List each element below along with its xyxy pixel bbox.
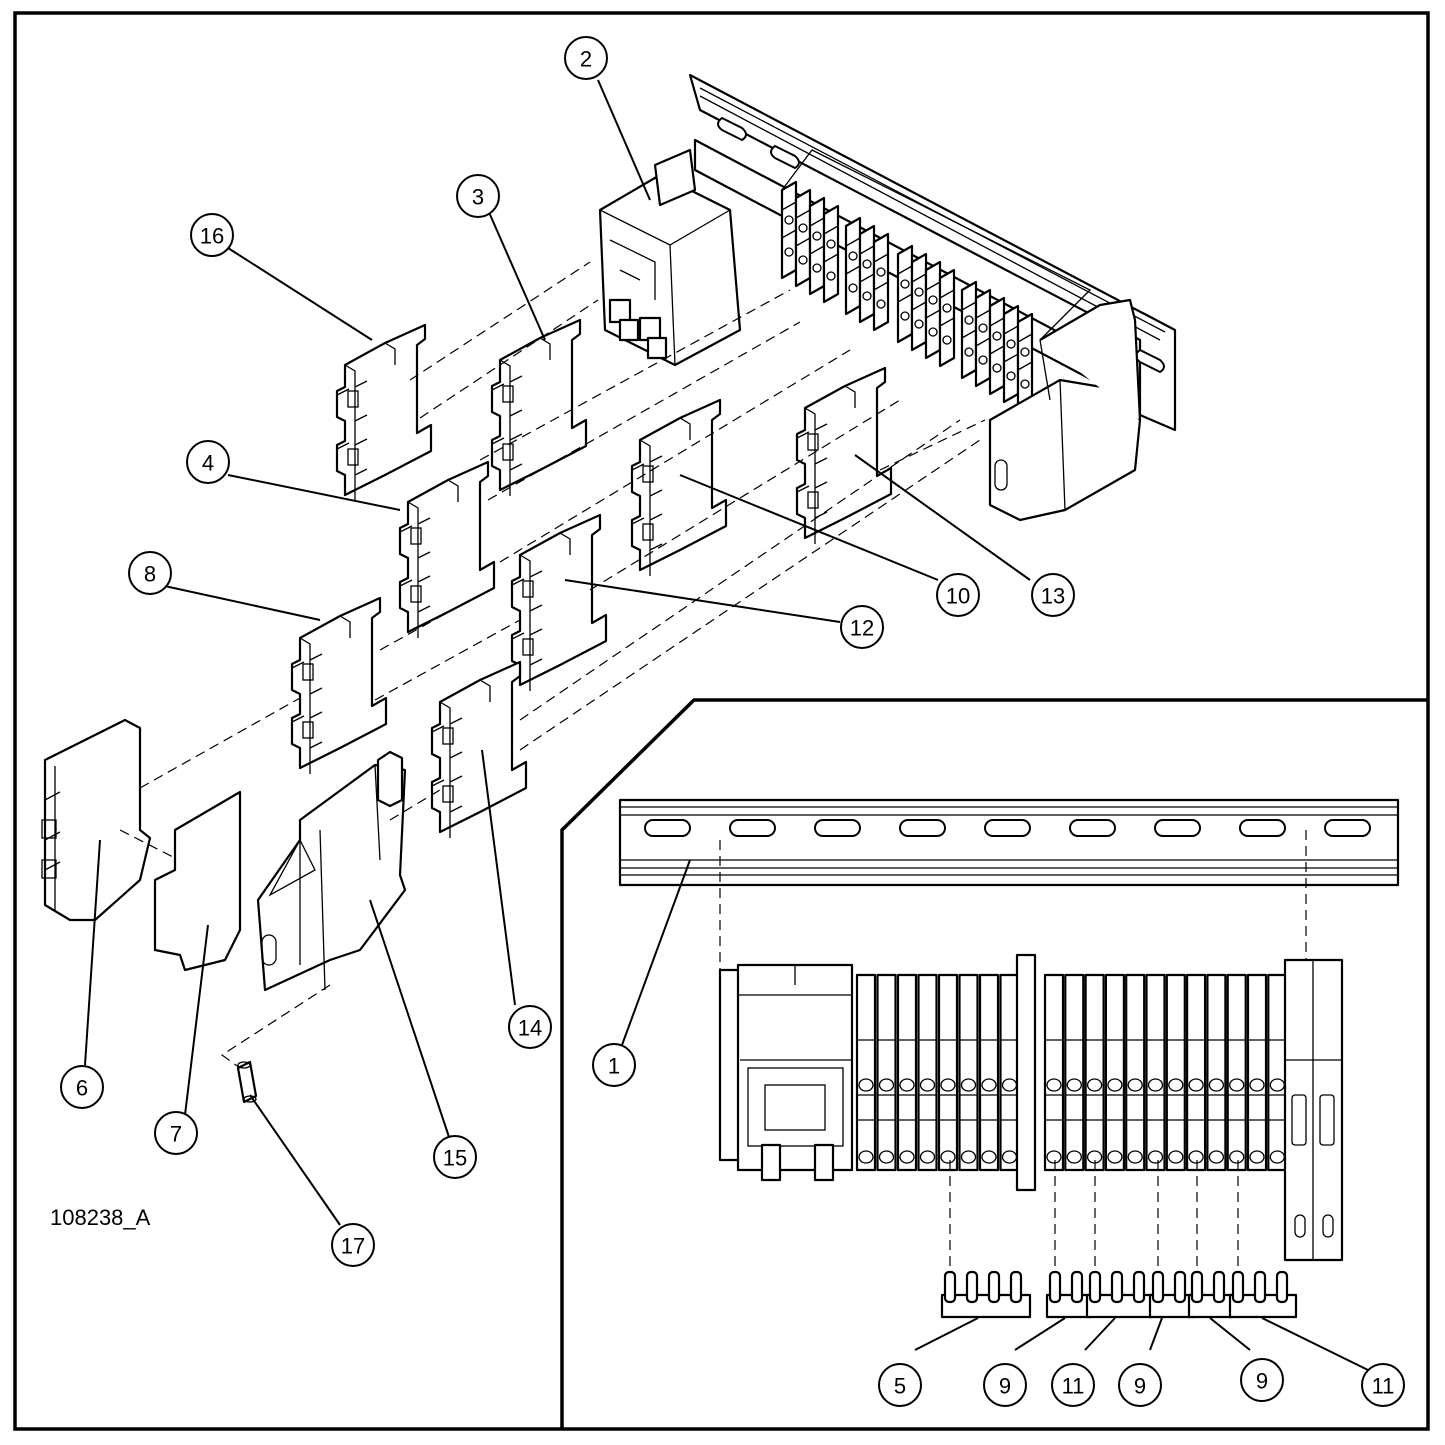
callout-2-label: 2 (580, 47, 592, 72)
callout-6-label: 6 (76, 1076, 88, 1101)
callout-15: 15 (433, 1135, 477, 1179)
part-7 (153, 790, 242, 972)
inset-callout-11-5-label: 11 (1372, 1374, 1395, 1399)
inset-callout-9-3: 9 (1118, 1363, 1162, 1407)
part-13 (795, 366, 893, 546)
inset-frame (560, 698, 1428, 1429)
callout-16: 16 (190, 213, 234, 257)
callout-17-label: 17 (341, 1234, 365, 1259)
part-6 (41, 718, 152, 922)
part-3 (490, 318, 588, 498)
callout-13-label: 13 (1041, 584, 1065, 609)
inset-callout-9-1: 9 (983, 1363, 1027, 1407)
callout-14: 14 (508, 1005, 552, 1049)
callout-2: 2 (564, 36, 608, 80)
leader-lines (84, 79, 1031, 1226)
relay-base-2 (598, 148, 742, 367)
callout-14-label: 14 (518, 1016, 542, 1041)
callout-7-label: 7 (170, 1122, 182, 1147)
callout-12: 12 (840, 605, 884, 649)
callout-16-label: 16 (200, 224, 224, 249)
inset-callout-5-0: 5 (878, 1363, 922, 1407)
inset-callout-11-2: 11 (1051, 1363, 1095, 1407)
bridge-jumpers (940, 1270, 1298, 1319)
callout-1-label: 1 (608, 1054, 620, 1079)
inset-leader-lines (621, 859, 1369, 1371)
callout-10: 10 (936, 573, 980, 617)
inset-callout-11-5: 11 (1361, 1363, 1405, 1407)
part-12 (510, 513, 608, 693)
inset-callout-9-4: 9 (1240, 1358, 1284, 1402)
callout-13: 13 (1031, 573, 1075, 617)
callout-12-label: 12 (850, 616, 874, 641)
alignment-lines (119, 261, 986, 1069)
inset-callout-11-2-label: 11 (1062, 1374, 1085, 1399)
inset-callout-9-3-label: 9 (1134, 1374, 1146, 1399)
callout-15-label: 15 (443, 1146, 467, 1171)
end-section-assembled (988, 298, 1142, 522)
callout-3-label: 3 (472, 185, 484, 210)
callout-8: 8 (128, 551, 172, 595)
terminal-assembly-front (718, 953, 1344, 1262)
outer-border (13, 11, 1430, 1431)
din-rail-inset (618, 798, 1400, 887)
callout-10-label: 10 (946, 584, 970, 609)
part-4 (398, 460, 496, 640)
part-15 (256, 750, 407, 992)
callout-17: 17 (331, 1223, 375, 1267)
inset-callout-9-1-label: 9 (999, 1374, 1011, 1399)
part-8 (290, 596, 388, 776)
callout-3: 3 (456, 174, 500, 218)
callout-1: 1 (592, 1043, 636, 1087)
callout-8-label: 8 (144, 562, 156, 587)
drawing-number: 108238_A (50, 1205, 151, 1230)
callout-4-label: 4 (202, 451, 214, 476)
inset-callout-5-0-label: 5 (894, 1374, 906, 1399)
callout-6: 6 (60, 1065, 104, 1109)
callout-4: 4 (186, 440, 230, 484)
part-16 (335, 323, 433, 503)
part-14 (430, 660, 528, 840)
inset-callout-9-4-label: 9 (1256, 1369, 1268, 1394)
part-17-fuse (236, 1060, 258, 1104)
inset-dash-lines (719, 830, 1307, 1270)
callout-7: 7 (154, 1111, 198, 1155)
terminal-bank-assembled (780, 149, 1092, 412)
